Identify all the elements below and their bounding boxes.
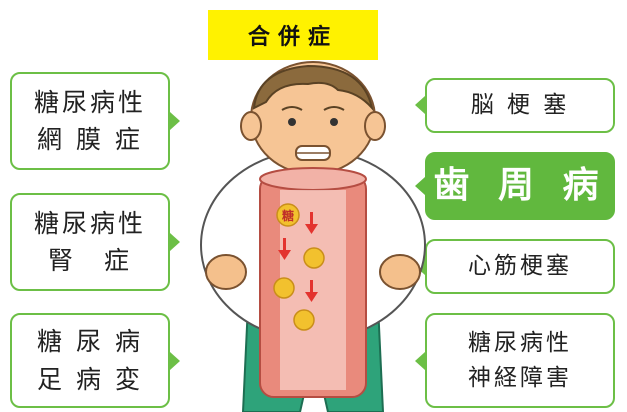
arrow-left-icon <box>415 177 425 195</box>
red-down-arrow-icon <box>278 238 291 260</box>
red-down-arrow-icon <box>305 212 318 234</box>
complication-label: 糖尿病性 網 膜 症 <box>33 87 146 155</box>
left-ear-icon <box>240 111 262 141</box>
complication-label: 糖尿病性 神経障害 <box>468 330 572 391</box>
diagram-title: 合併症 <box>208 10 378 60</box>
glucose-icon <box>303 247 325 269</box>
left-hand-icon <box>205 254 247 290</box>
glucose-labeled-icon <box>276 203 300 227</box>
arrow-right-icon <box>170 352 180 370</box>
complication-retinopathy: 糖尿病性 網 膜 症 <box>10 72 170 170</box>
red-down-arrow-icon <box>305 280 318 302</box>
arrow-right-icon <box>170 233 180 251</box>
complication-label: 脳 梗 塞 <box>470 92 570 119</box>
arrow-left-icon <box>415 352 425 370</box>
complication-label: 心筋梗塞 <box>468 253 572 280</box>
complication-cerebral-infarction: 脳 梗 塞 <box>425 78 615 133</box>
right-ear-icon <box>364 111 386 141</box>
glucose-icon <box>293 309 315 331</box>
arrow-right-icon <box>170 112 180 130</box>
complication-foot-lesion: 糖 尿 病 足 病 変 <box>10 313 170 408</box>
glucose-icon <box>273 277 295 299</box>
glucose-label: 糖 <box>282 208 294 223</box>
hair-icon <box>252 64 374 112</box>
complication-label: 糖尿病性 腎 症 <box>33 208 146 276</box>
overweight-man-illustration: 糖 <box>200 61 426 412</box>
right-hand-icon <box>379 254 421 290</box>
arrow-left-icon <box>415 96 425 114</box>
complication-periodontal-disease: 歯 周 病 <box>425 152 615 220</box>
complication-neuropathy: 糖尿病性 神経障害 <box>425 313 615 408</box>
right-eye-icon <box>330 118 338 126</box>
complication-nephropathy: 糖尿病性 腎 症 <box>10 193 170 291</box>
complication-label: 歯 周 病 <box>433 165 607 206</box>
complication-label: 糖 尿 病 足 病 変 <box>37 327 143 394</box>
complication-myocardial-infarction: 心筋梗塞 <box>425 239 615 294</box>
left-eye-icon <box>288 118 296 126</box>
